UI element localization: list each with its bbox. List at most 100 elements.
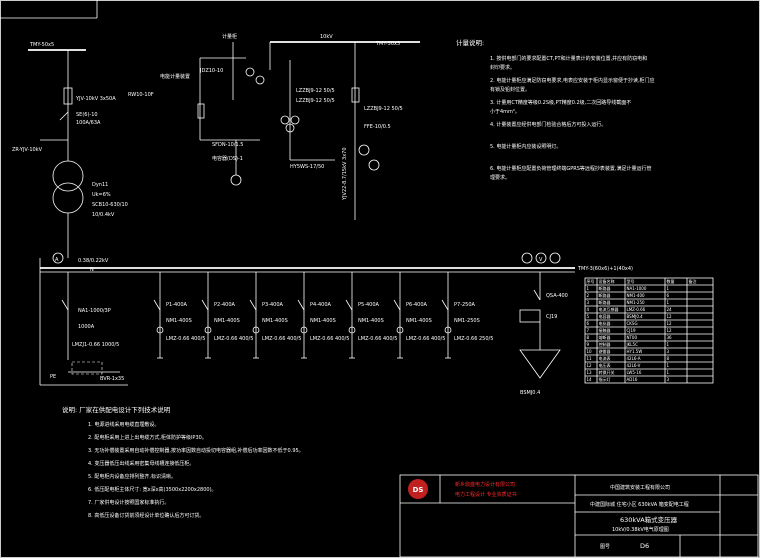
hv-fuse [63,87,73,105]
table-cell: 42L6-A [627,356,641,361]
sheet-label: 图号 [600,544,610,550]
table-cell: 转换开关 [599,369,615,375]
feeder-name: P4-400A [310,302,332,308]
table-header-cell: 序号 [587,278,595,284]
metering-ct: LZZBJ9-12 50/5 [296,88,335,94]
table-cell: 4 [587,307,590,312]
feeder-breaker: NM1-400S [310,318,336,324]
feeder-name: P7-250A [454,302,476,308]
transformer-model: SCB10-630/10 [92,202,128,208]
transformer-conn: Dyn11 [92,182,108,188]
left-fuse-label: 100A/63A [76,120,101,126]
feeder-ct: LMZ-0.66 400/5 [358,336,397,342]
table-cell: 接触器 [599,327,611,333]
bottom-note: 2. 配电柜采用上进上出电缆方式,柜体防护等级IP30。 [88,434,207,441]
table-cell: 12 [667,321,673,326]
bottom-note: 5. 配电柜内设备应排列整齐,标识清晰。 [88,473,176,480]
feeder-breaker: NM1-400S [262,318,288,324]
note-line: 2. 电能计量柜应满足防窃电要求,电表应安装于柜内显示窗便于抄读,柜门应 [490,77,655,84]
table-cell: 1 [667,342,670,347]
feeder-breaker: NM1-400S [358,318,384,324]
main-lv-relay: LMZJ1-0.66 1000/5 [72,342,119,348]
main-lv-ct: 1000A [78,324,95,330]
sheet-number: D6 [640,542,649,550]
pe-cable-label: BVR-1x35 [100,376,124,382]
table-cell: 断路器 [599,292,611,298]
metering-device: 电能计量装置 [160,73,190,80]
right-fuse-label: FFE-10/0.5 [364,124,391,130]
left-cable-label: ZR-YJV-10kV [12,147,43,153]
table-cell: LMZ-0.66 [627,307,646,312]
capacitor-bank-icon [519,349,561,379]
feeder-breaker: NM1-400S [214,318,240,324]
pe-label: PE [50,374,56,380]
table-cell: 11 [587,356,593,361]
table-cell: 断路器 [599,285,611,291]
project-name: 中建国际城 住宅小区 630kVA 箱变配电工程 [590,501,689,508]
bottom-notes: 1. 电源进线采用电缆直埋敷设。 2. 配电柜采用上进上出电缆方式,柜体防护等级I… [88,421,304,519]
metering-vt: JDZ10-10 [199,68,223,74]
table-cell: 24 [667,307,673,312]
bottom-notes-title: 说明: 厂家在供配电设计下列技术说明 [62,405,171,414]
metering-hv-breaker: HY5WS-17/50 [290,164,324,170]
neutral-label: N [90,267,94,273]
svg-text:DS: DS [413,486,424,494]
capacitor-switch: QSA-400 [546,293,568,299]
table-cell: 14 [587,377,593,382]
table-cell: 1 [667,300,670,305]
feeder-name: P3-400A [262,302,284,308]
capacitor-bank: BSMJ0.4 [520,390,540,396]
title-block: DS 新乡鼎盛电力设计有限公司 电力工程设计 专业资质证书 中国建筑安装工程有限… [399,474,759,558]
table-cell: 5 [587,314,590,319]
note-line: 有锁及铅封位置。 [490,86,530,93]
metering-mid-unit: SFDN-10/1.5 [212,142,243,148]
note-line: 4. 计量装置应经供电部门检验合格后方可投入运行。 [490,121,606,128]
note-line: 1. 按供电部门的要求配置CT,PT和计量表计的安装位置,并应有防窃电和 [490,55,647,62]
hv-bus-label: 10kV [320,34,333,40]
bottom-note: 6. 低压配电柜主体尺寸: 宽x深x高(3500x2200x2800)。 [88,486,217,493]
feeder-ct: LMZ-0.66 250/5 [454,336,493,342]
feeder-ct: LMZ-0.66 400/5 [406,336,445,342]
voltmeter-label: V [539,257,543,263]
metering-switch: RW10-10F [128,92,154,98]
table-cell: CKSG [627,321,638,326]
bottom-note: 3. 无功补偿装置采用自动补偿控制器,按功率因数自动投切电容器组,补偿后功率因数… [88,447,304,454]
feeder-breaker: NM1-400S [166,318,192,324]
table-cell: 断路器 [599,299,611,305]
table-cell: 电流表 [599,355,611,361]
feeder-breaker: NM1-400S [406,318,432,324]
left-bus-label: TMY-50x5 [29,42,54,48]
table-cell: 1 [667,370,670,375]
left-breaker-label: YJV-10kV 3x50A [75,96,116,102]
note-line: 理要求。 [490,174,510,181]
table-cell: 电容器 [599,313,611,319]
feeder-name: P1-400A [166,302,188,308]
bottom-note: 4. 变压器低压出线采用密集母线槽连接低压柜。 [88,460,194,467]
feeder-7: P7-250A NM1-250S LMZ-0.66 250/5 [441,272,493,359]
right-cable-label: YJV22-8.7/15kV 3x70 [342,147,348,201]
feeder-name: P5-400A [358,302,380,308]
voltmeter-icon [535,252,547,264]
feeder-ct: LMZ-0.66 400/5 [310,336,349,342]
table-cell: 12 [667,328,673,333]
feeder-5: P5-400A NM1-400S LMZ-0.66 400/5 [345,272,397,359]
table-cell: 6 [667,293,670,298]
table-header-cell: 备注 [689,278,697,284]
table-cell: NA1-1000 [627,286,647,291]
table-cell: 3 [667,377,670,382]
table-header-cell: 数量 [667,278,675,284]
table-cell: 1 [587,286,590,291]
transformer-winding-hv [52,160,84,192]
table-cell: 13 [587,370,593,375]
table-cell: 3 [587,300,590,305]
transformer-impedance: Uk=6% [92,192,111,198]
main-lv-breaker: NA1-1000/3P [78,308,111,314]
bottom-note: 1. 电源进线采用电缆直埋敷设。 [88,421,159,428]
table-cell: 8 [587,335,590,340]
feeder-breaker: NM1-250S [454,318,480,324]
table-cell: LW5-16 [627,370,642,375]
company-sub: 电力工程设计 专业资质证书 [455,491,517,498]
